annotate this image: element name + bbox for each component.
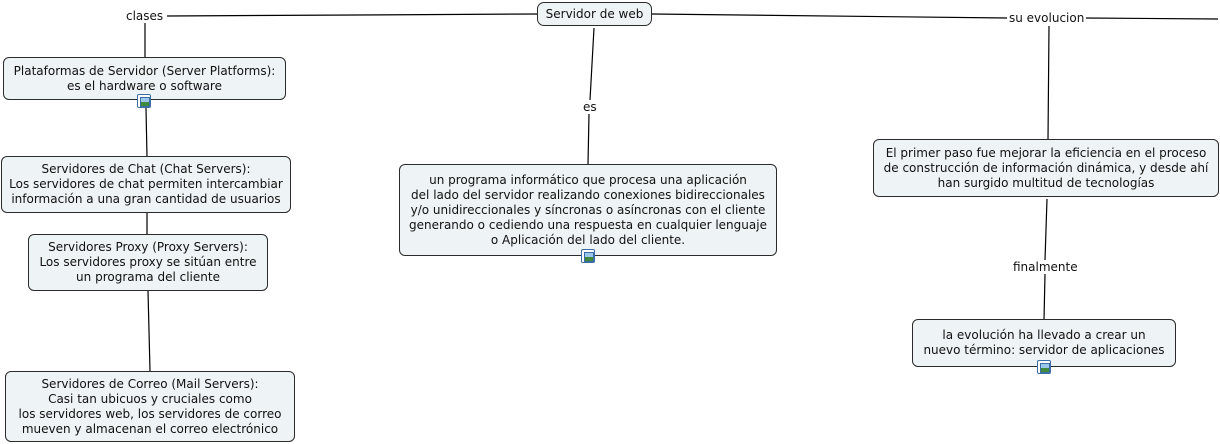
- node-text: los servidores web, los servidores de co…: [18, 406, 282, 421]
- node-text: es el hardware o software: [66, 78, 222, 93]
- image-resource-icon[interactable]: [1037, 360, 1051, 374]
- node-proxy-servers[interactable]: Servidores Proxy (Proxy Servers): Los se…: [28, 234, 268, 291]
- node-text: Servidores Proxy (Proxy Servers):: [48, 240, 248, 254]
- node-text: o Aplicación del lado del cliente.: [490, 232, 686, 247]
- node-definicion[interactable]: un programa informático que procesa una …: [399, 164, 777, 256]
- node-text: Servidores de Chat (Chat Servers):: [41, 162, 251, 176]
- node-text: Los servidores proxy se sitúan entre: [39, 255, 257, 269]
- node-chat-servers[interactable]: Servidores de Chat (Chat Servers): Los s…: [1, 156, 291, 213]
- node-text: del lado del servidor realizando conexio…: [411, 187, 765, 202]
- node-evolucion[interactable]: la evolución ha llevado a crear un nuevo…: [912, 319, 1176, 367]
- node-text: mueven y almacenan el correo electrónico: [21, 421, 279, 436]
- node-text: El primer paso fue mejorar la eficiencia…: [885, 145, 1207, 160]
- node-mail-servers[interactable]: Servidores de Correo (Mail Servers): Cas…: [5, 371, 295, 442]
- node-text: un programa informático que procesa una …: [429, 172, 747, 187]
- central-topic-label: Servidor de web: [545, 6, 644, 21]
- node-text: Casi tan ubicuos y cruciales como: [48, 391, 252, 406]
- node-text: Los servidores de chat permiten intercam…: [9, 177, 283, 191]
- node-text: la evolución ha llevado a crear un: [942, 328, 1146, 342]
- link-label-su-evolucion: su evolucion: [1007, 11, 1087, 25]
- node-text: generando o cediendo una respuesta en cu…: [409, 217, 767, 232]
- node-text: un programa del cliente: [76, 270, 220, 284]
- node-text: de construcción de información dinámica,…: [883, 160, 1209, 175]
- node-text: Plataformas de Servidor (Server Platform…: [13, 63, 276, 78]
- link-label-clases: clases: [124, 9, 166, 23]
- link-label-es: es: [581, 100, 599, 114]
- node-plataformas[interactable]: Plataformas de Servidor (Server Platform…: [3, 57, 286, 100]
- node-text: Servidores de Correo (Mail Servers):: [41, 376, 259, 391]
- node-primer-paso[interactable]: El primer paso fue mejorar la eficiencia…: [873, 139, 1219, 197]
- image-resource-icon[interactable]: [137, 94, 151, 108]
- link-label-finalmente: finalmente: [1011, 260, 1080, 274]
- node-text: han surgido multitud de tecnologías: [937, 175, 1155, 190]
- node-text: nuevo término: servidor de aplicaciones: [923, 343, 1165, 357]
- central-topic[interactable]: Servidor de web: [537, 2, 652, 26]
- node-text: y/o unidireccionales y síncronas o asínc…: [410, 202, 766, 217]
- image-resource-icon[interactable]: [581, 249, 595, 263]
- node-text: información a una gran cantidad de usuar…: [11, 192, 281, 206]
